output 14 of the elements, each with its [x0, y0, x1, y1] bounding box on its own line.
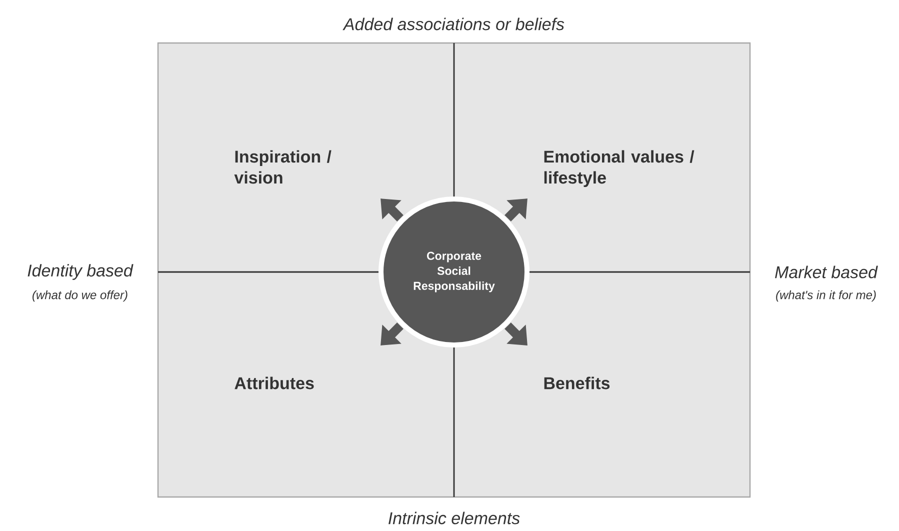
node-label: Emotional values / lifestyle — [544, 150, 694, 188]
node-label: Inspiration / vision — [234, 150, 332, 184]
axis-label: Intrinsic elements — [388, 512, 520, 524]
axis-note: (what's in it for me) — [776, 290, 876, 302]
arrow — [380, 322, 404, 346]
axis-note: (what do we offer) — [32, 290, 128, 302]
axis-label: Market based — [775, 266, 878, 278]
node-label: Attributes — [234, 376, 314, 390]
axis-label: Identity based — [28, 264, 134, 280]
node-label: Benefits — [544, 376, 610, 390]
axis-label: Added associations or beliefs — [342, 18, 564, 30]
arrow — [380, 198, 404, 222]
arrow — [504, 322, 528, 346]
arrow — [504, 198, 528, 222]
